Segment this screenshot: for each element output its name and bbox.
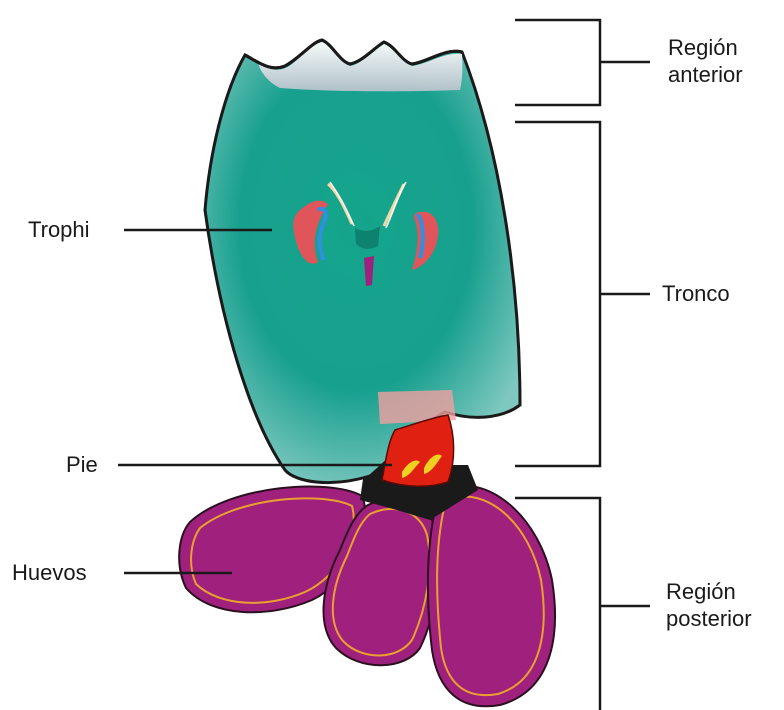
corona: [258, 42, 462, 91]
label-pie: Pie: [66, 451, 98, 478]
label-region-posterior-line1: Región: [666, 578, 752, 605]
label-region-anterior: Región anterior: [668, 34, 743, 88]
label-trophi: Trophi: [28, 216, 90, 243]
bracket-tronco: [515, 122, 650, 466]
label-region-anterior-line1: Región: [668, 34, 743, 61]
label-tronco: Tronco: [662, 280, 730, 307]
label-region-posterior-line2: posterior: [666, 605, 752, 632]
label-region-anterior-line2: anterior: [668, 61, 743, 88]
label-region-posterior: Región posterior: [666, 578, 752, 632]
label-huevos: Huevos: [12, 559, 87, 586]
eggs: [179, 486, 555, 707]
bracket-region-anterior: [515, 20, 650, 105]
egg-right: [428, 486, 555, 707]
trunk: [205, 40, 520, 483]
